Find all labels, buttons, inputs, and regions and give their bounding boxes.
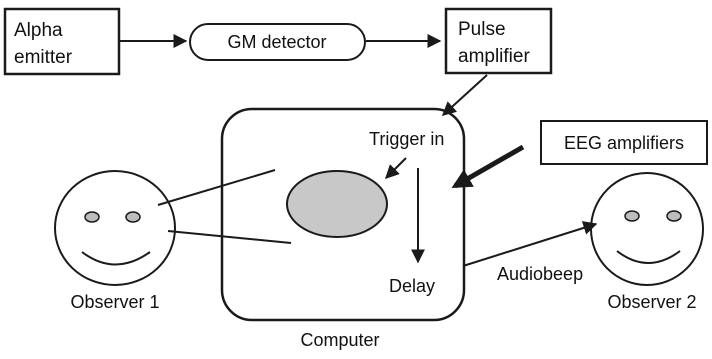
eeg-amplifiers-label: EEG amplifiers xyxy=(564,133,684,153)
delay-label: Delay xyxy=(389,276,435,296)
trigger-in-label: Trigger in xyxy=(369,129,444,149)
arrow-trigger-to-screen xyxy=(385,157,407,179)
audiobeep-label: Audiobeep xyxy=(497,264,583,284)
observer2-label: Observer 2 xyxy=(607,292,696,312)
observer1-right-eye xyxy=(125,211,141,223)
eeg-amplifiers-box: EEG amplifiers xyxy=(540,120,708,165)
gm-detector-node: GM detector xyxy=(189,23,366,61)
screen-stimulus xyxy=(286,170,388,238)
arrow-eeg-to-computer xyxy=(451,144,525,189)
observer1-mouth xyxy=(81,251,151,266)
pulse-amplifier-label-line1: Pulse xyxy=(458,19,506,40)
gm-detector-label: GM detector xyxy=(227,32,326,52)
observer2-mouth xyxy=(616,250,681,264)
observer2-right-eye xyxy=(666,210,682,222)
alpha-emitter-label-line1: Alpha xyxy=(14,20,63,41)
arrow-pulse-to-trigger xyxy=(441,74,488,116)
sight-line-upper xyxy=(157,169,276,206)
alpha-emitter-label-line2: emitter xyxy=(14,47,73,68)
pulse-amplifier-box: Pulse amplifier xyxy=(444,7,553,75)
observer1-label: Observer 1 xyxy=(70,292,159,312)
arrow-audiobeep xyxy=(462,221,598,267)
observer1-face xyxy=(54,170,176,286)
computer-label: Computer xyxy=(300,330,379,350)
observer1-left-eye xyxy=(84,211,100,223)
observer2-face xyxy=(590,172,704,286)
computer-box xyxy=(220,107,466,322)
pulse-amplifier-label-line2: amplifier xyxy=(458,46,530,67)
alpha-emitter-box: Alpha emitter xyxy=(3,7,121,76)
observer2-left-eye xyxy=(624,210,640,222)
sight-line-lower xyxy=(167,230,292,244)
